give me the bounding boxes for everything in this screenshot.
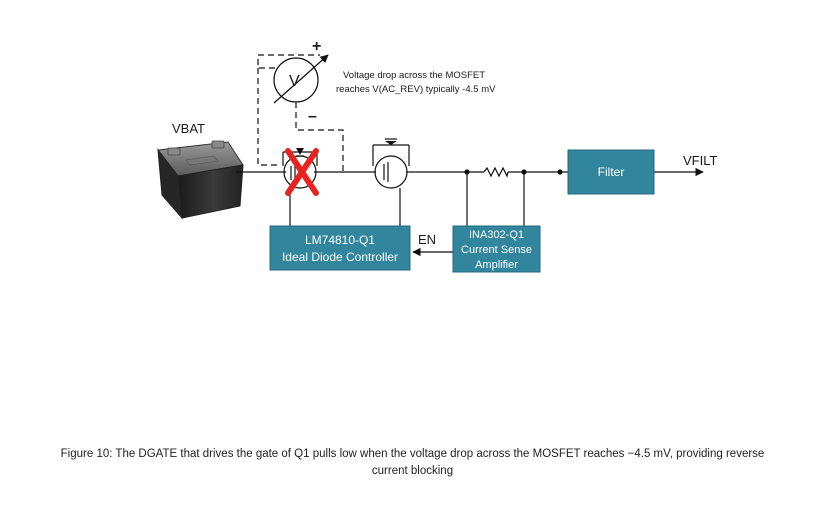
minus-sign: – bbox=[308, 108, 317, 125]
shunt-resistor bbox=[483, 166, 509, 178]
figure-caption: Figure 10: The DGATE that drives the gat… bbox=[60, 448, 765, 477]
annotation-line-1: Voltage drop across the MOSFET bbox=[343, 70, 485, 81]
controller-name: LM74810-Q1 bbox=[305, 233, 375, 247]
filter-label: Filter bbox=[598, 165, 625, 179]
amp-desc-2: Amplifier bbox=[475, 259, 518, 271]
annotation-line-2: reaches V(AC_REV) typically -4.5 mV bbox=[336, 84, 496, 95]
controller-desc: Ideal Diode Controller bbox=[282, 250, 398, 264]
lm74810-controller-block: LM74810-Q1 Ideal Diode Controller bbox=[269, 225, 411, 271]
filter-block: Filter bbox=[567, 149, 655, 195]
vbat-label: VBAT bbox=[172, 121, 205, 136]
voltmeter-label: V bbox=[289, 73, 300, 90]
battery-icon bbox=[157, 140, 244, 220]
blocked-cross-icon bbox=[285, 148, 319, 196]
voltmeter-icon bbox=[257, 54, 344, 172]
amp-name: INA302-Q1 bbox=[469, 229, 524, 241]
ina302-amplifier-block: INA302-Q1 Current Sense Amplifier bbox=[452, 225, 541, 273]
junction-dot bbox=[557, 169, 563, 175]
amp-desc-1: Current Sense bbox=[461, 244, 532, 256]
en-label: EN bbox=[418, 232, 436, 247]
mosfet-q2-icon bbox=[372, 138, 410, 226]
plus-sign: + bbox=[312, 38, 321, 55]
vfilt-label: VFILT bbox=[683, 153, 717, 168]
